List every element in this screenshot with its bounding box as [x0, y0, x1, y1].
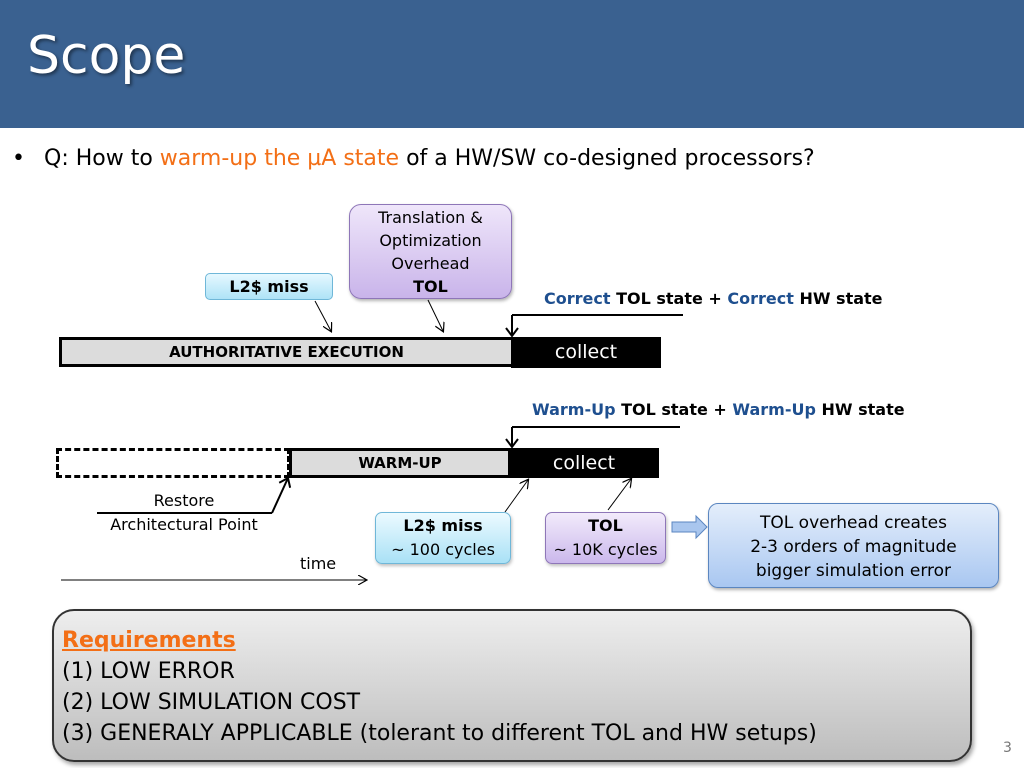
l2-miss-pointer-bottom	[504, 480, 528, 513]
requirement-item: (1) LOW ERROR	[62, 659, 235, 684]
bottom-collect-bar: collect	[509, 448, 659, 478]
tol-pointer-top	[427, 299, 443, 331]
bottom-state-text1: TOL state +	[615, 400, 733, 419]
requirements-heading: Requirements	[62, 628, 236, 653]
l2-miss-cycles-box: L2$ miss ~ 100 cycles	[375, 512, 511, 564]
top-state-text1: TOL state +	[610, 289, 728, 308]
translation-line1: Translation &	[378, 208, 483, 227]
tol-pointer-bottom	[607, 479, 631, 511]
bottom-state-label: Warm-Up TOL state + Warm-Up HW state	[532, 400, 905, 419]
l2-miss-detail: ~ 100 cycles	[391, 540, 495, 559]
callout-arrow	[671, 514, 708, 540]
requirements-box: Requirements (1) LOW ERROR (2) LOW SIMUL…	[52, 609, 972, 762]
bottom-state-word2: Warm-Up	[732, 400, 816, 419]
l2-miss-title: L2$ miss	[403, 516, 483, 535]
top-state-word2: Correct	[727, 289, 794, 308]
top-state-word1: Correct	[544, 289, 611, 308]
translation-line2: Optimization	[379, 231, 482, 250]
question-suffix: of a HW/SW co-designed processors?	[399, 146, 815, 171]
bullet-dot: •	[12, 146, 25, 171]
top-state-label: Correct TOL state + Correct HW state	[544, 289, 883, 308]
tol-title: TOL	[588, 516, 623, 535]
restore-dashed-bar	[56, 448, 290, 478]
warm-up-bar: WARM-UP	[289, 448, 511, 478]
page-number: 3	[1003, 740, 1012, 756]
tol-detail: ~ 10K cycles	[553, 540, 658, 559]
requirement-item: (3) GENERALY APPLICABLE (tolerant to dif…	[62, 721, 817, 746]
requirement-item: (2) LOW SIMULATION COST	[62, 690, 361, 715]
l2-miss-label-top: L2$ miss	[205, 273, 333, 300]
top-collect-bar: collect	[511, 337, 661, 368]
translation-optimization-box: Translation & Optimization Overhead TOL	[349, 204, 512, 299]
callout-line1: TOL overhead creates	[760, 513, 947, 533]
question-prefix: Q: How to	[44, 146, 160, 171]
l2-miss-pointer-top	[314, 300, 331, 331]
bottom-state-word1: Warm-Up	[532, 400, 616, 419]
top-state-text2: HW state	[793, 289, 883, 308]
slide-header	[0, 0, 1024, 128]
tol-overhead-callout: TOL overhead creates 2-3 orders of magni…	[708, 503, 999, 588]
authoritative-execution-bar: AUTHORITATIVE EXECUTION	[59, 337, 514, 367]
slide-title: Scope	[27, 26, 186, 86]
question-bullet: • Q: How to warm-up the µA state of a HW/…	[12, 146, 815, 171]
restore-pointer	[271, 476, 292, 514]
restore-line2: Architectural Point	[110, 515, 258, 534]
restore-label: Restore Architectural Point	[88, 489, 280, 537]
bottom-state-text2: HW state	[815, 400, 905, 419]
restore-line1: Restore	[153, 491, 215, 510]
callout-line3: bigger simulation error	[755, 561, 952, 581]
time-label: time	[300, 554, 337, 573]
translation-line4: TOL	[413, 277, 448, 296]
translation-line3: Overhead	[391, 254, 470, 273]
tol-cycles-box: TOL ~ 10K cycles	[545, 512, 666, 564]
callout-line2: 2-3 orders of magnitude	[750, 537, 957, 557]
question-highlight: warm-up the µA state	[159, 146, 400, 171]
